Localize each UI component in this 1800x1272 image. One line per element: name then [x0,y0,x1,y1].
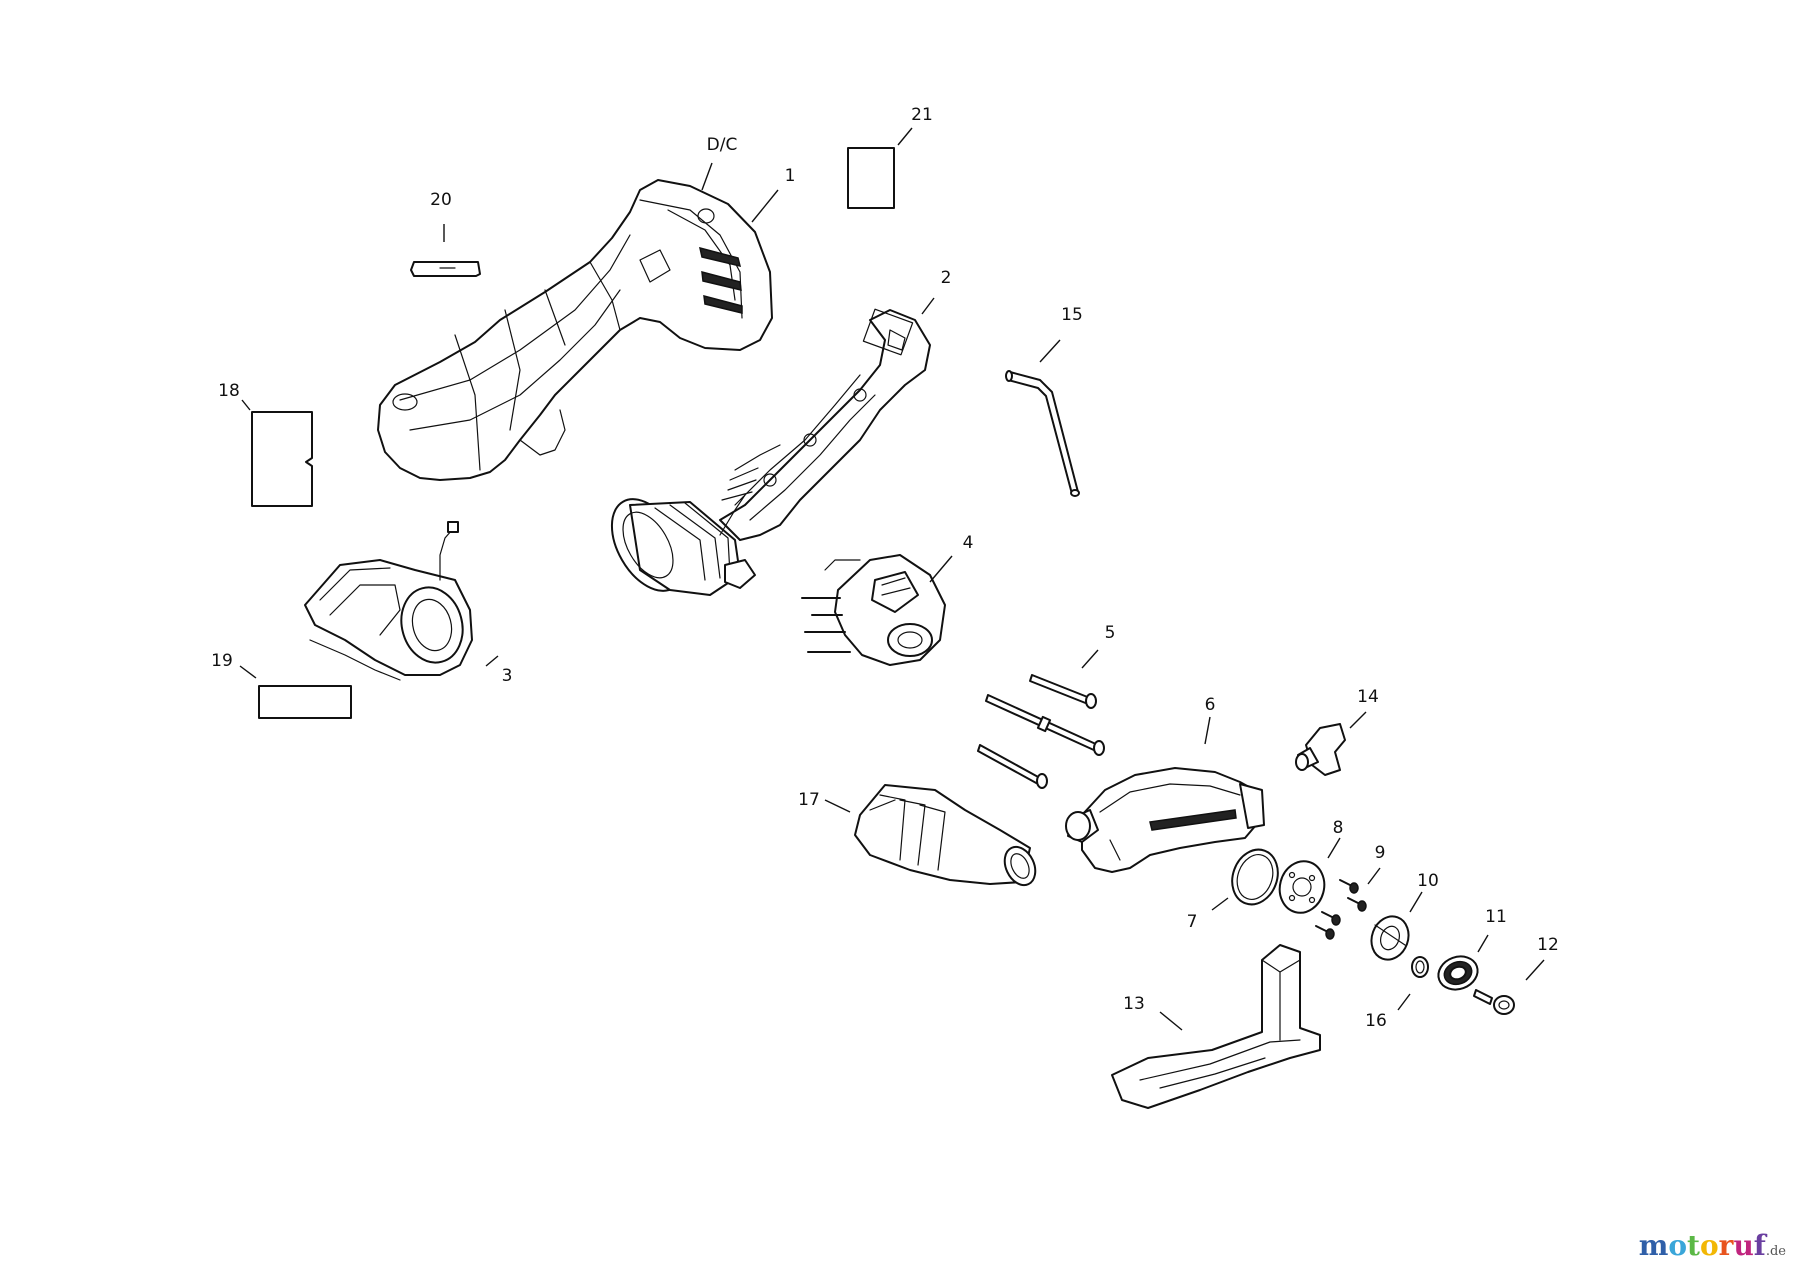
callout-4: 4 [963,533,974,553]
leader-lines [239,127,1545,1031]
watermark-suffix: .de [1765,1244,1786,1259]
leader-8 [1327,837,1341,859]
part-6-blade-guard [1065,767,1265,873]
callout-6: 6 [1205,695,1216,715]
watermark-letter: o [1699,1229,1719,1262]
leader-2 [921,297,935,315]
part-21-label [847,147,895,209]
callout-15: 15 [1061,305,1083,325]
leader-3 [485,655,499,667]
leader-17 [824,799,851,813]
callout-5: 5 [1105,623,1116,643]
watermark-letter: m [1638,1229,1669,1262]
part-19-label [258,685,352,719]
part-5-screws [977,674,1105,789]
leader-4 [929,555,953,583]
callout-10: 10 [1417,871,1439,891]
callout-labels: D/C 1 2 3 4 5 6 7 8 9 10 11 12 13 14 15 … [211,105,1559,1031]
callout-13: 13 [1123,994,1145,1014]
part-4-gear-housing [801,554,946,666]
watermark-letter: t [1687,1229,1700,1262]
leader-7 [1211,897,1229,911]
leader-5 [1081,649,1099,669]
leader-11 [1477,934,1489,953]
leader-6 [1204,716,1211,745]
part-9-screws [1315,879,1367,940]
callout-dc: D/C [707,135,738,155]
part-16-washer [1411,956,1429,978]
watermark-logo: motoruf.de [1639,1229,1786,1262]
callout-17: 17 [798,790,820,810]
part-17-dust-port [854,784,1037,887]
leader-21 [897,127,913,146]
callout-7: 7 [1187,912,1198,932]
watermark-letter: o [1668,1229,1688,1262]
callout-12: 12 [1537,935,1559,955]
leader-9 [1367,867,1381,885]
part-12-bolt [1473,989,1515,1015]
callout-3: 3 [502,666,513,686]
callout-16: 16 [1365,1011,1387,1031]
callout-2: 2 [941,268,952,288]
leader-15 [1039,339,1061,363]
part-14-knob [1295,723,1346,776]
leader-13 [1159,1011,1183,1031]
part-7-ring [1231,848,1279,906]
leader-16 [1397,993,1411,1011]
leader-1 [751,189,779,223]
leader-19 [239,665,257,679]
callout-20: 20 [430,190,452,210]
part-2-switch-frame [719,308,931,541]
part-10-flange [1370,915,1410,961]
leader-10 [1409,891,1423,913]
leader-18 [241,399,251,411]
part-11-outer-flange [1437,955,1479,991]
callout-9: 9 [1375,843,1386,863]
leader-14 [1349,711,1367,729]
watermark-prefix: motoruf [1639,1229,1766,1262]
callout-19: 19 [211,651,233,671]
callout-11: 11 [1485,907,1507,927]
callout-1: 1 [785,166,796,186]
part-3-base [304,521,473,681]
callout-8: 8 [1333,818,1344,838]
callout-21: 21 [911,105,933,125]
watermark-letter: r [1718,1229,1734,1262]
leader-dc [701,162,713,191]
callout-14: 14 [1357,687,1379,707]
part-13-base-shoe [1111,944,1321,1109]
leader-12 [1525,959,1545,981]
part-15-hex-key [1005,370,1080,497]
part-20-label [410,261,481,277]
part-8-plate [1278,860,1326,914]
part-18-label [251,411,313,507]
part-1-housing [377,179,773,481]
callout-18: 18 [218,381,240,401]
part-motor [610,494,756,596]
watermark-letter: f [1753,1229,1766,1262]
watermark-letter: u [1733,1229,1754,1262]
